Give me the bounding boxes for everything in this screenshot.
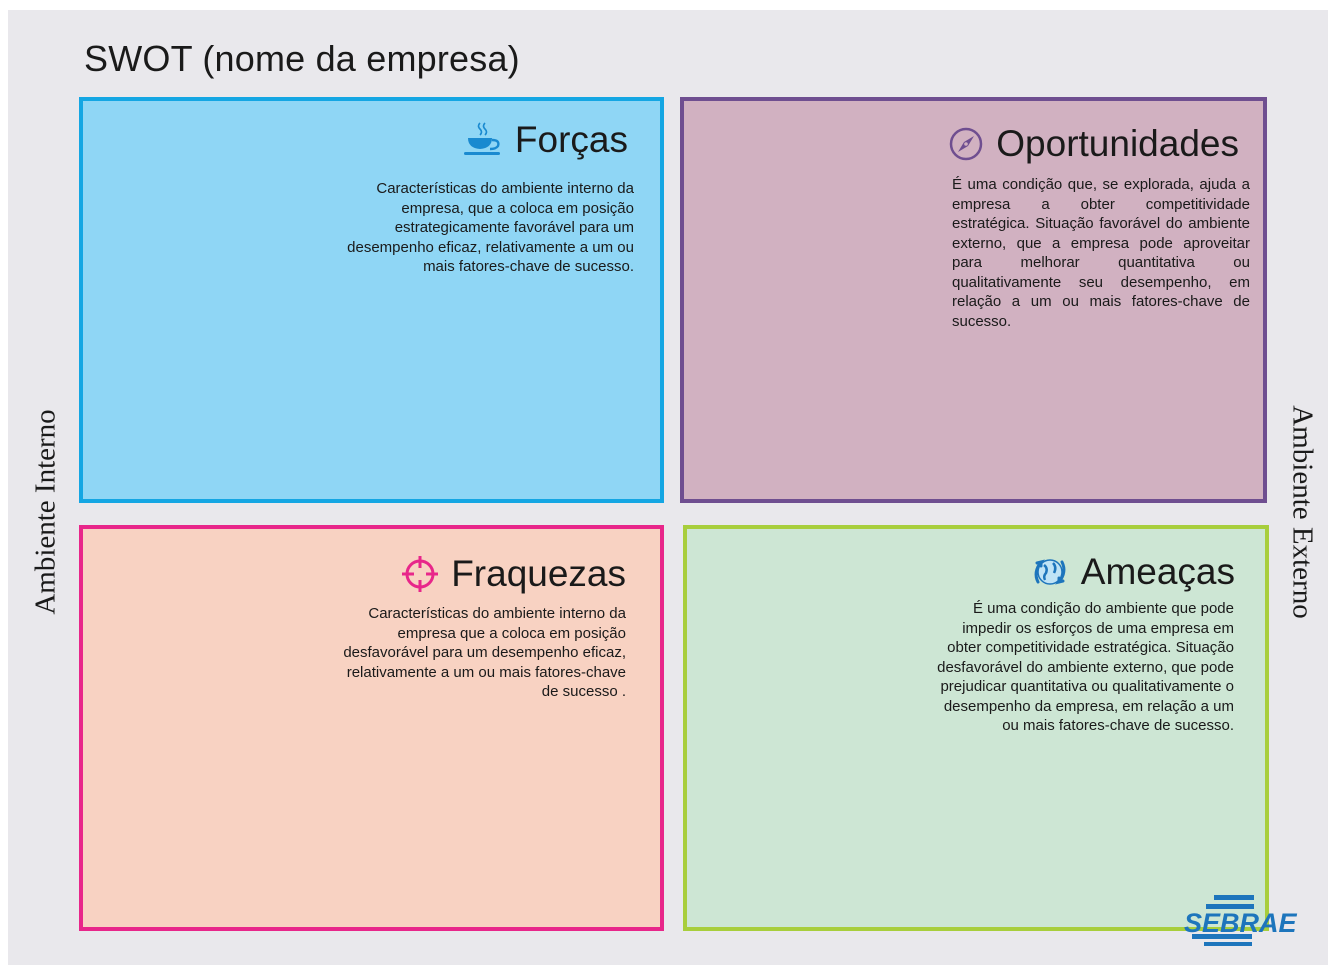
fraquezas-header: Fraquezas (401, 553, 626, 595)
globe-arrows-icon (1031, 553, 1069, 591)
oportunidades-header: Oportunidades (948, 123, 1239, 165)
ameacas-heading: Ameaças (1080, 551, 1235, 592)
ameacas-header: Ameaças (1031, 551, 1235, 593)
forcas-header: Forças (463, 119, 628, 161)
crosshair-icon (401, 555, 439, 593)
page-title: SWOT (nome da empresa) (84, 38, 520, 79)
side-label-internal: Ambiente Interno (29, 409, 62, 615)
fraquezas-description: Características do ambiente interno da e… (343, 605, 626, 700)
quadrant-oportunidades: Oportunidades É uma condição que, se exp… (680, 97, 1267, 503)
side-label-external: Ambiente Externo (1286, 405, 1319, 619)
coffee-cup-icon (463, 122, 503, 158)
quadrant-ameacas: Ameaças É uma condição do ambiente que p… (683, 525, 1269, 931)
ameacas-description: É uma condição do ambiente que pode impe… (937, 600, 1234, 734)
oportunidades-description: É uma condição que, se explorada, ajuda … (952, 176, 1250, 330)
quadrant-fraquezas: Fraquezas Características do ambiente in… (79, 525, 664, 931)
forcas-description: Características do ambiente interno da e… (347, 180, 634, 275)
forcas-heading: Forças (514, 119, 628, 160)
fraquezas-heading: Fraquezas (451, 553, 626, 594)
sebrae-logo: SEBRAE (1182, 893, 1314, 947)
oportunidades-heading: Oportunidades (996, 123, 1239, 164)
sebrae-logo-text: SEBRAE (1184, 908, 1298, 938)
quadrant-forcas: Forças Características do ambiente inter… (79, 97, 664, 503)
compass-icon (948, 126, 984, 162)
